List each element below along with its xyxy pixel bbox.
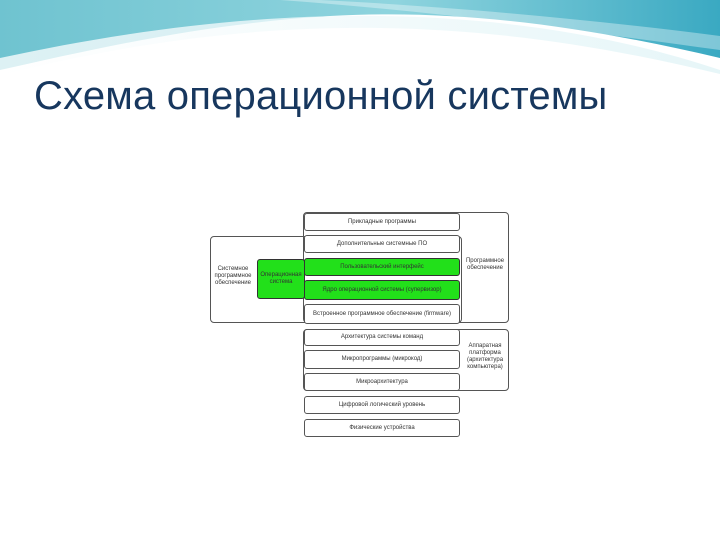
decorative-wave-banner — [0, 0, 720, 76]
application-programs-box: Прикладные программы — [304, 213, 460, 231]
software-label: Программное обеспечение — [465, 258, 505, 271]
microprograms-box: Микропрограммы (микрокод) — [304, 350, 460, 369]
isa-box: Архитектура системы команд — [304, 329, 460, 346]
embedded-software-box: Встроенное программное обеспечение (firm… — [304, 304, 460, 324]
os-label-box: Операционная система — [257, 259, 305, 299]
digital-logic-box: Цифровой логический уровень — [304, 396, 460, 414]
user-interface-box: Пользовательский интерфейс — [304, 258, 460, 276]
additional-software-box: Дополнительные системные ПО — [304, 235, 460, 253]
system-software-label: Системное программное обеспечение — [214, 266, 252, 286]
os-kernel-box: Ядро операционной системы (супервизор) — [304, 280, 460, 300]
microarchitecture-box: Микроархитектура — [304, 373, 460, 391]
hardware-label: Аппаратная платформа (архитектура компью… — [466, 343, 504, 370]
slide-title: Схема операционной системы — [34, 74, 608, 118]
physical-devices-box: Физические устройства — [304, 419, 460, 437]
